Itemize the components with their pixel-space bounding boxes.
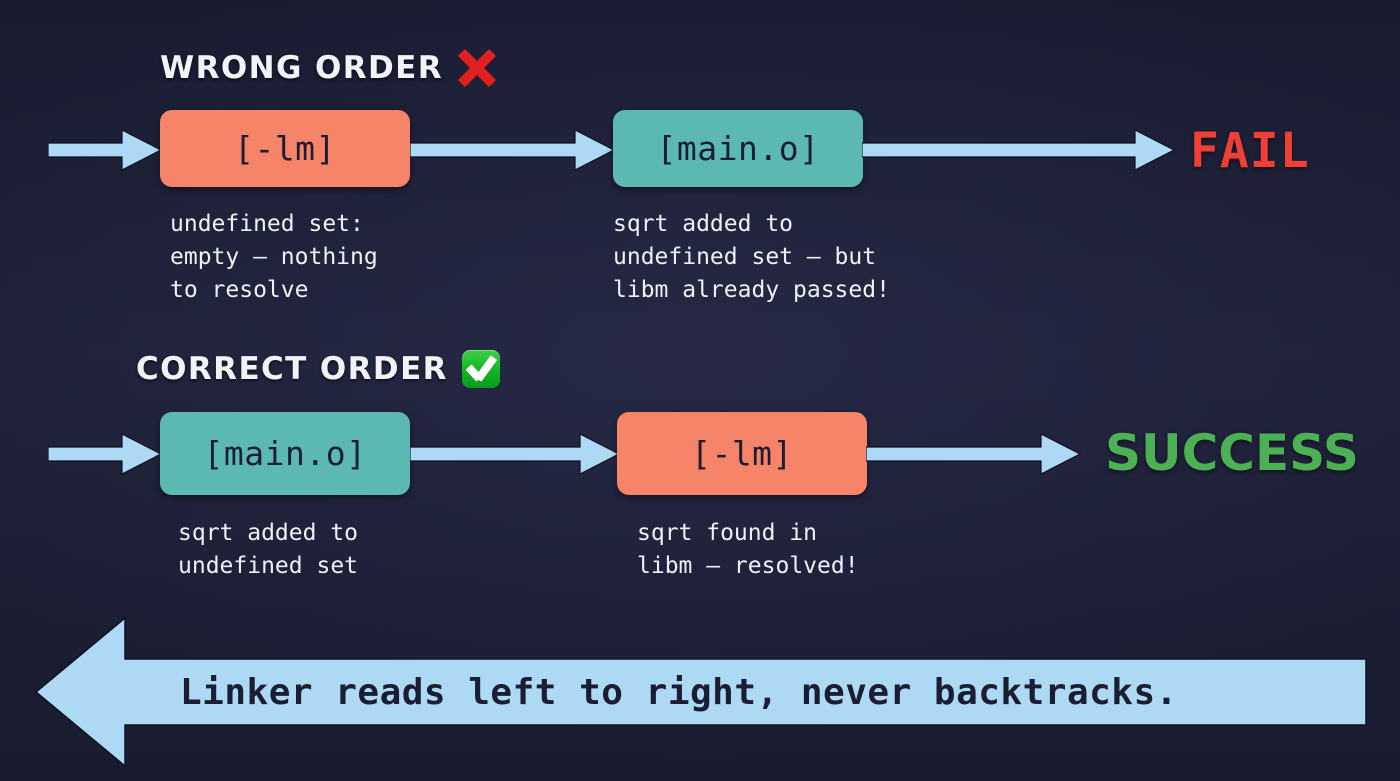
- node-correct-maino: [main.o]: [160, 412, 410, 495]
- correct-order-title: CORRECT ORDER: [136, 351, 448, 387]
- banner-arrow-left-icon: [34, 616, 1367, 768]
- wrong-order-title: WRONG ORDER: [160, 50, 444, 86]
- arrow-wrong-to-outcome: [862, 128, 1175, 172]
- node-label: [-lm]: [234, 129, 336, 168]
- node-wrong-maino: [main.o]: [613, 110, 863, 187]
- arrow-correct-to-outcome: [866, 432, 1081, 476]
- section-heading-wrong-order: WRONG ORDER: [160, 48, 497, 88]
- section-heading-correct-order: CORRECT ORDER: [136, 350, 500, 388]
- caption-correct-lm: sqrt found in libm — resolved!: [637, 520, 859, 579]
- caption-wrong-maino: sqrt added to undefined set — but libm a…: [613, 211, 890, 303]
- arrow-into-wrong-box-1: [48, 128, 162, 172]
- node-label: [main.o]: [656, 129, 820, 168]
- cross-mark-icon: [457, 48, 497, 88]
- arrow-wrong-box1-to-box2: [410, 128, 615, 172]
- node-correct-lm: [-lm]: [617, 412, 867, 495]
- node-label: [main.o]: [203, 434, 367, 473]
- banner-text: Linker reads left to right, never backtr…: [180, 671, 1178, 713]
- caption-wrong-lm: undefined set: empty — nothing to resolv…: [170, 211, 378, 303]
- node-wrong-lm: [-lm]: [160, 110, 410, 187]
- caption-correct-maino: sqrt added to undefined set: [178, 520, 359, 579]
- outcome-success: SUCCESS: [1105, 424, 1359, 482]
- banner-linker-direction: Linker reads left to right, never backtr…: [30, 612, 1370, 772]
- check-mark-icon: [461, 350, 500, 388]
- outcome-fail: FAIL: [1190, 123, 1310, 179]
- arrow-correct-box1-to-box2: [410, 432, 620, 476]
- node-label: [-lm]: [691, 434, 793, 473]
- arrow-into-correct-box-1: [48, 432, 162, 476]
